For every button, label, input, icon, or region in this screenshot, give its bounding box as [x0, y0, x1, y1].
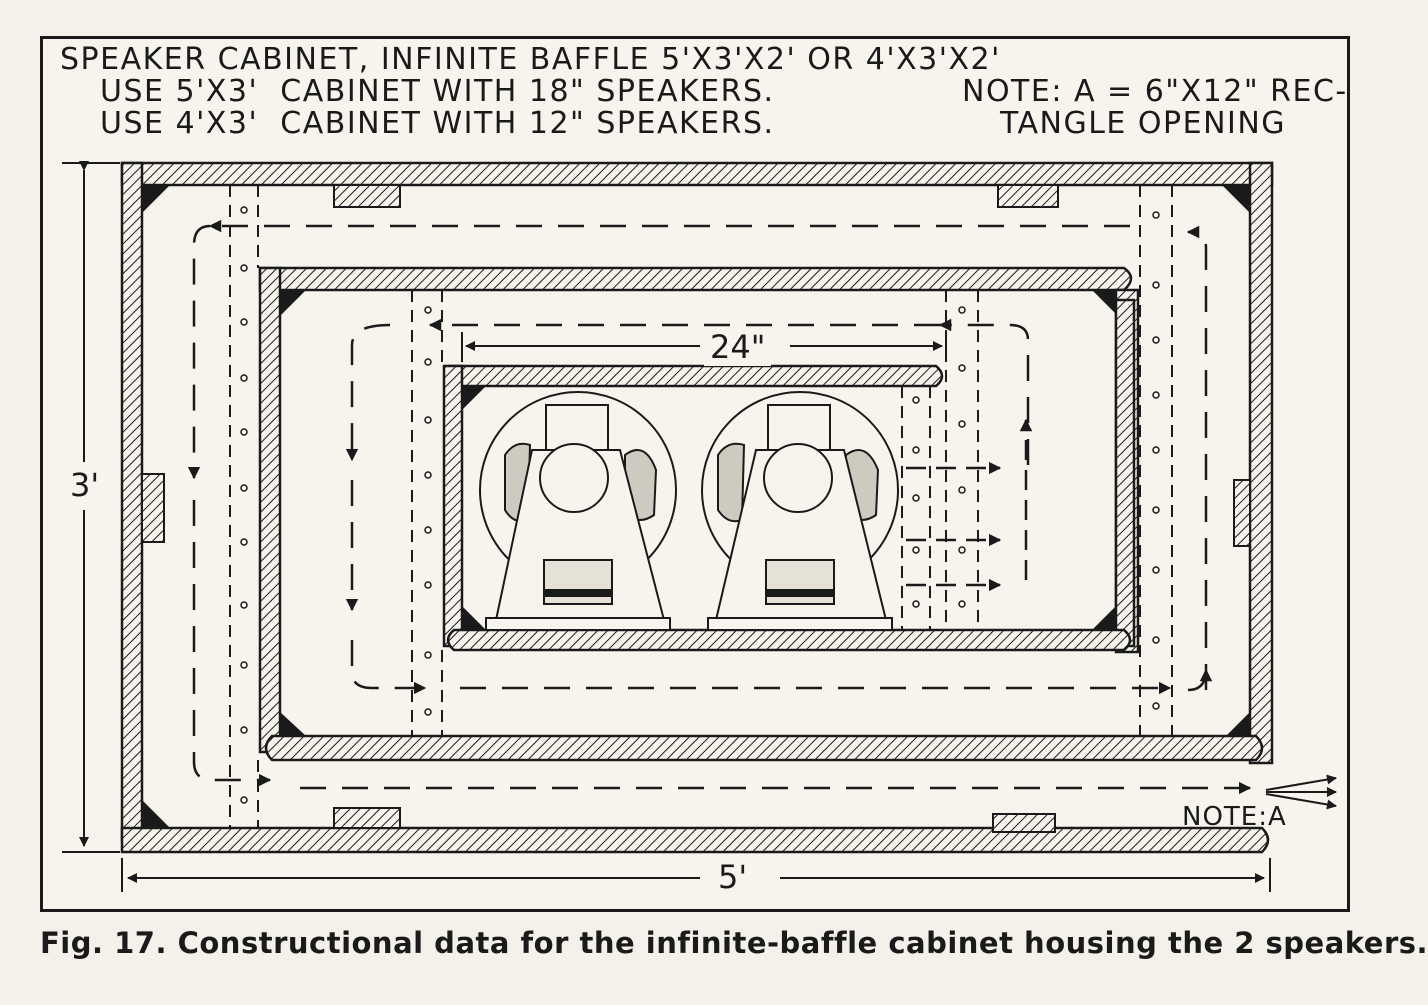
note-a-label: NOTE:A — [1182, 802, 1287, 832]
opening-exit-arrows — [1265, 774, 1337, 810]
inner-top-wall — [444, 364, 944, 388]
width-dimension-label: 5' — [712, 858, 754, 896]
note-line-1: NOTE: A = 6"X12" REC- — [962, 74, 1348, 109]
header-line-2: USE 5'X3' CABINET WITH 18" SPEAKERS. — [100, 74, 775, 109]
inner-left-wall — [442, 364, 464, 648]
inner-right-wall — [1114, 298, 1136, 648]
height-dimension-label: 3' — [64, 466, 106, 504]
middle-left-wall — [258, 266, 282, 754]
outer-left-wall — [120, 161, 144, 842]
header-line-1: SPEAKER CABINET, INFINITE BAFFLE 5'X3'X2… — [60, 42, 1001, 77]
outer-top-wall — [120, 161, 1274, 187]
outer-cleats — [141, 184, 1251, 833]
airflow-arrows-middle — [345, 318, 1213, 695]
outer-right-wall — [1248, 161, 1274, 765]
speaker-output-arrows — [906, 418, 1033, 592]
note-line-2: TANGLE OPENING — [1000, 106, 1287, 141]
middle-corner-blocks — [280, 290, 1116, 736]
inner-bottom-wall — [446, 628, 1132, 652]
inner-dimension-label: 24" — [704, 328, 772, 366]
dimension-lines — [62, 161, 1271, 892]
stud-lines — [229, 185, 1173, 828]
middle-bottom-wall — [264, 734, 1264, 762]
airflow-arrows-outer — [187, 219, 1252, 795]
screw-marks — [240, 206, 1160, 804]
figure-caption: Fig. 17. Constructional data for the inf… — [40, 926, 1428, 960]
speaker-left — [479, 391, 677, 631]
outer-cabinet-walls — [120, 161, 1274, 854]
outer-corner-blocks — [142, 185, 1250, 828]
outer-bottom-wall — [120, 826, 1270, 854]
inner-corner-blocks — [462, 386, 1116, 630]
inner-speaker-box — [442, 298, 1136, 652]
middle-top-wall — [258, 266, 1133, 292]
header-line-3: USE 4'X3' CABINET WITH 12" SPEAKERS. — [100, 106, 775, 141]
speaker-right — [701, 391, 899, 631]
